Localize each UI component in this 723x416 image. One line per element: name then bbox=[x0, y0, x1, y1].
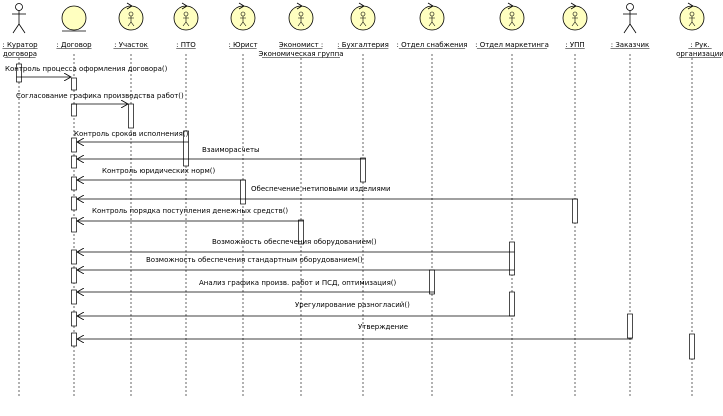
message-11: Урегулирование разногласий() bbox=[77, 301, 515, 316]
message-10: Анализ графика произв. работ и ПСД, опти… bbox=[77, 279, 435, 292]
control-icon bbox=[230, 2, 256, 31]
lifeline-ruk: : Рук.организации bbox=[676, 2, 723, 398]
activation-box bbox=[71, 332, 77, 347]
control-icon bbox=[499, 2, 525, 31]
message-9: Возможность обеспечения стандартным обор… bbox=[77, 256, 515, 270]
control-icon bbox=[350, 2, 376, 31]
message-label: Урегулирование разногласий() bbox=[295, 301, 410, 309]
message-6: Обеспечение нетиповыми изделиями bbox=[77, 185, 578, 199]
activation-box bbox=[183, 130, 189, 167]
lifeline-zakazchik: : Заказчик bbox=[610, 3, 650, 398]
activation-box bbox=[509, 241, 515, 276]
message-label: Контроль юридических норм() bbox=[102, 167, 215, 175]
message-2: Согласование графика производства работ(… bbox=[16, 92, 184, 104]
message-label: Возможность обеспечения стандартным обор… bbox=[146, 256, 363, 264]
activation-box bbox=[71, 155, 77, 169]
activation-box bbox=[71, 311, 77, 327]
message-label: Возможность обеспечения оборудованием() bbox=[212, 238, 377, 246]
message-3: Контроль сроков исполнения() bbox=[74, 130, 189, 142]
lifeline-label: : Договор bbox=[56, 41, 92, 49]
lifeline-label: : Рук. bbox=[690, 41, 709, 49]
lifeline-label: : УПП bbox=[565, 41, 584, 49]
lifeline-label: : Отдел маркетинга bbox=[475, 41, 549, 49]
activation-box bbox=[71, 249, 77, 265]
lifeline-pto: : ПТО bbox=[173, 2, 199, 398]
activation-box bbox=[360, 157, 366, 183]
activation-box bbox=[71, 267, 77, 284]
control-icon bbox=[419, 2, 445, 31]
lifeline-buh: : Бухгалтерия bbox=[337, 2, 389, 398]
message-1: Контроль процесса оформления договора() bbox=[5, 65, 168, 77]
actor-icon bbox=[12, 3, 26, 34]
lifeline-label: : Отдел снабжения bbox=[397, 41, 468, 49]
lifeline-uchastok: : Участок bbox=[113, 2, 149, 398]
lifeline-label: организации bbox=[676, 50, 723, 58]
message-label: Взаиморасчеты bbox=[202, 146, 260, 154]
activation-box bbox=[71, 77, 77, 91]
control-icon bbox=[562, 2, 588, 31]
lifeline-label: Экономическая группа bbox=[258, 50, 343, 58]
message-5: Контроль юридических норм() bbox=[77, 167, 246, 180]
message-4: Взаиморасчеты bbox=[77, 146, 366, 159]
message-label: Согласование графика производства работ(… bbox=[16, 92, 184, 100]
activation-box bbox=[509, 291, 515, 317]
activation-box bbox=[429, 269, 435, 295]
lifeline-snab: : Отдел снабжения bbox=[397, 2, 468, 398]
activation-box bbox=[71, 196, 77, 211]
control-icon bbox=[288, 2, 314, 31]
lifeline-upp: : УПП bbox=[562, 2, 588, 398]
activation-box bbox=[128, 103, 134, 129]
activation-box bbox=[240, 179, 246, 205]
activation-box bbox=[71, 217, 77, 233]
activation-box bbox=[71, 103, 77, 117]
control-icon bbox=[173, 2, 199, 31]
control-icon bbox=[118, 2, 144, 31]
lifeline-label: договора bbox=[3, 50, 37, 58]
activation-box bbox=[298, 219, 304, 245]
lifeline-label: : Куратор bbox=[2, 41, 38, 49]
activation-box bbox=[16, 63, 22, 83]
message-12: Утверждение bbox=[77, 323, 633, 339]
message-label: Анализ графика произв. работ и ПСД, опти… bbox=[199, 279, 397, 287]
lifeline-yurist: : Юрист bbox=[228, 2, 258, 398]
entity-icon bbox=[61, 5, 87, 32]
message-label: Контроль сроков исполнения() bbox=[74, 130, 189, 138]
control-icon bbox=[679, 2, 705, 31]
message-label: Контроль процесса оформления договора() bbox=[5, 65, 168, 73]
lifeline-label: : ПТО bbox=[176, 41, 196, 49]
activation-box bbox=[627, 313, 633, 339]
message-label: Контроль порядка поступления денежных ср… bbox=[92, 207, 288, 215]
message-7: Контроль порядка поступления денежных ср… bbox=[77, 207, 304, 221]
lifeline-label: : Заказчик bbox=[611, 41, 650, 49]
lifeline-label: : Юрист bbox=[228, 41, 257, 49]
activation-box bbox=[572, 198, 578, 224]
lifeline-label: : Участок bbox=[114, 41, 148, 49]
activation-box bbox=[689, 333, 695, 360]
message-8: Возможность обеспечения оборудованием() bbox=[77, 238, 515, 252]
lifeline-label: Экономист : bbox=[279, 41, 324, 49]
lifeline-market: : Отдел маркетинга bbox=[475, 2, 549, 398]
activation-box bbox=[71, 137, 77, 153]
lifeline-label: : Бухгалтерия bbox=[337, 41, 389, 49]
message-label: Утверждение bbox=[358, 323, 408, 331]
activation-box bbox=[71, 289, 77, 305]
activation-box bbox=[71, 176, 77, 191]
message-label: Обеспечение нетиповыми изделиями bbox=[251, 185, 391, 193]
actor-icon bbox=[623, 3, 637, 34]
